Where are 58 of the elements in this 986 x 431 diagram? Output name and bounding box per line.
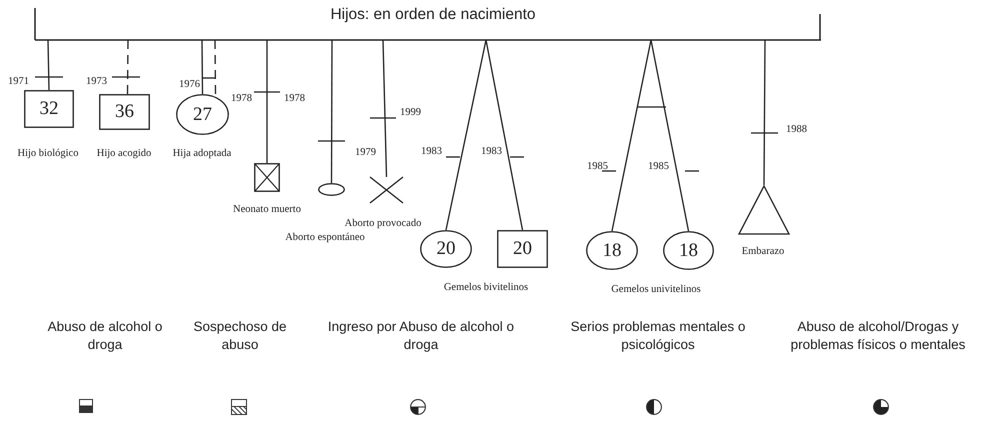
age-number: 18 <box>678 240 699 260</box>
year-label: 1988 <box>786 124 807 135</box>
age-number: 32 <box>38 99 60 119</box>
node-label: Hijo biológico <box>18 148 78 159</box>
female-circle <box>663 231 714 270</box>
dashed-line <box>214 40 216 94</box>
male-square <box>497 230 548 268</box>
legend-label: Abuso de alcohol o droga <box>46 318 164 354</box>
descent-line <box>763 40 766 185</box>
crossed-square <box>254 163 280 192</box>
year-label: 1979 <box>355 147 376 158</box>
female-circle <box>420 230 472 268</box>
node-label: Hijo acogido <box>96 148 152 159</box>
legend-label: Sospechoso de abuso <box>192 318 288 354</box>
year-label: 1978 <box>231 93 252 104</box>
node-label: Hija adoptada <box>172 148 232 159</box>
male-square <box>24 90 74 128</box>
caption: Gemelos bivitelinos <box>444 282 528 293</box>
female-circle <box>176 94 229 135</box>
year-label: 1983 <box>421 146 442 157</box>
dashed-line <box>126 40 129 94</box>
age-number: 36 <box>114 102 135 122</box>
caption: Gemelos univitelinos <box>611 284 701 295</box>
age-number: 20 <box>436 239 456 259</box>
descent-line <box>611 40 652 232</box>
title: Hijos: en orden de nacimiento <box>330 6 536 24</box>
small-circle <box>318 183 345 196</box>
sibship-line <box>35 9 821 42</box>
year-label: 1985 <box>648 161 669 172</box>
descent-line <box>201 40 204 94</box>
legend-label: Abuso de alcohol/Drogas y problemas físicos o mentales <box>790 318 966 354</box>
descent-line <box>330 40 333 183</box>
age-number: 27 <box>192 104 213 124</box>
node-label: Embarazo <box>742 246 784 257</box>
year-label: 1983 <box>481 146 502 157</box>
year-label: 1978 <box>284 93 305 104</box>
female-circle <box>586 231 638 270</box>
descent-line <box>485 40 524 230</box>
age-number: 20 <box>512 239 533 259</box>
year-label: 1973 <box>86 76 107 87</box>
triangle <box>738 185 790 235</box>
legend-label: Ingreso por Abuso de alcohol o droga <box>326 318 516 354</box>
year-label: 1999 <box>400 107 421 118</box>
descent-line <box>445 40 487 230</box>
descent-line <box>650 40 690 232</box>
age-number: 18 <box>602 240 622 260</box>
male-square <box>99 94 150 130</box>
legend-label: Serios problemas mentales o psicológicos <box>570 318 746 354</box>
descent-line <box>382 40 388 178</box>
caption: Aborto provocado <box>344 218 422 229</box>
year-label: 1971 <box>8 76 29 87</box>
node-label: Aborto espontáneo <box>285 232 365 243</box>
year-label: 1976 <box>179 79 200 90</box>
cross-mark <box>370 177 403 203</box>
node-label: Neonato muerto <box>233 204 301 215</box>
descent-line <box>47 40 50 90</box>
year-label: 1985 <box>587 161 608 172</box>
descent-line <box>266 40 268 163</box>
